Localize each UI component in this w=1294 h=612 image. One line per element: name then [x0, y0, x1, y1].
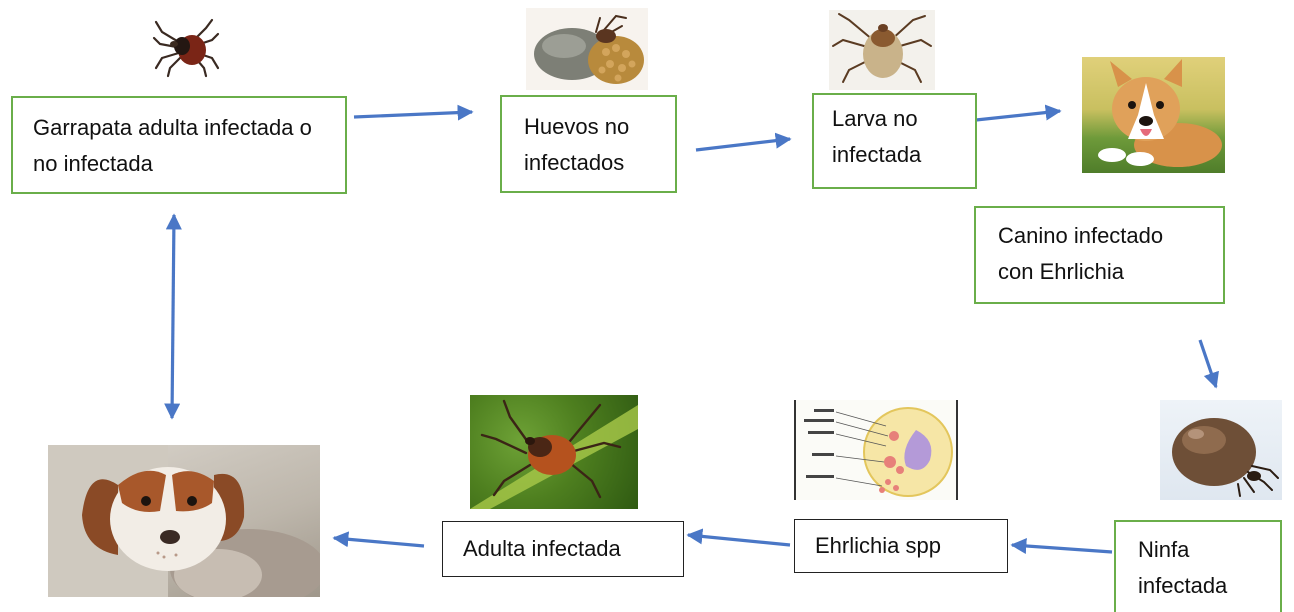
box-adult-tick-label: Garrapata adulta infectada o no infectad… — [33, 115, 312, 176]
box-nymph: Ninfa infectada — [1114, 520, 1282, 612]
box-larva-label: Larva no infectada — [832, 106, 922, 167]
box-adult-infected-label: Adulta infectada — [463, 536, 621, 561]
arrow-ehrlichia-to-adult — [686, 528, 791, 547]
box-adult-tick: Garrapata adulta infectada o no infectad… — [11, 96, 347, 194]
tick-on-leaf-photo — [470, 395, 638, 509]
corgi-dog-photo — [1082, 57, 1225, 173]
arrow-canine-to-nymph — [1198, 339, 1219, 389]
arrow-eggs-to-larva — [695, 132, 792, 152]
arrow-dog-adult-bidirectional — [164, 213, 182, 420]
box-larva: Larva no infectada — [812, 93, 977, 189]
arrow-nymph-to-ehrlichia — [1010, 538, 1113, 554]
engorged-tick-photo — [1160, 400, 1282, 500]
box-infected-canine: Canino infectado con Ehrlichia — [974, 206, 1225, 304]
box-ehrlichia: Ehrlichia spp — [794, 519, 1008, 573]
box-nymph-label: Ninfa infectada — [1138, 537, 1228, 598]
box-ehrlichia-label: Ehrlichia spp — [815, 533, 941, 558]
tick-laying-eggs-photo — [526, 8, 648, 90]
tick-photo — [152, 14, 220, 78]
arrow-larva-to-dog — [975, 104, 1062, 122]
box-adult-infected: Adulta infectada — [442, 521, 684, 577]
arrow-adult-to-eggs — [353, 104, 474, 121]
box-eggs-label: Huevos no infectados — [524, 114, 630, 175]
tick-larva-photo — [829, 10, 935, 90]
box-infected-canine-label: Canino infectado con Ehrlichia — [998, 223, 1164, 284]
arrow-adult-to-dog — [332, 531, 425, 548]
sick-dog-photo — [48, 445, 320, 597]
box-eggs: Huevos no infectados — [500, 95, 677, 193]
infected-cell-diagram — [794, 400, 958, 500]
